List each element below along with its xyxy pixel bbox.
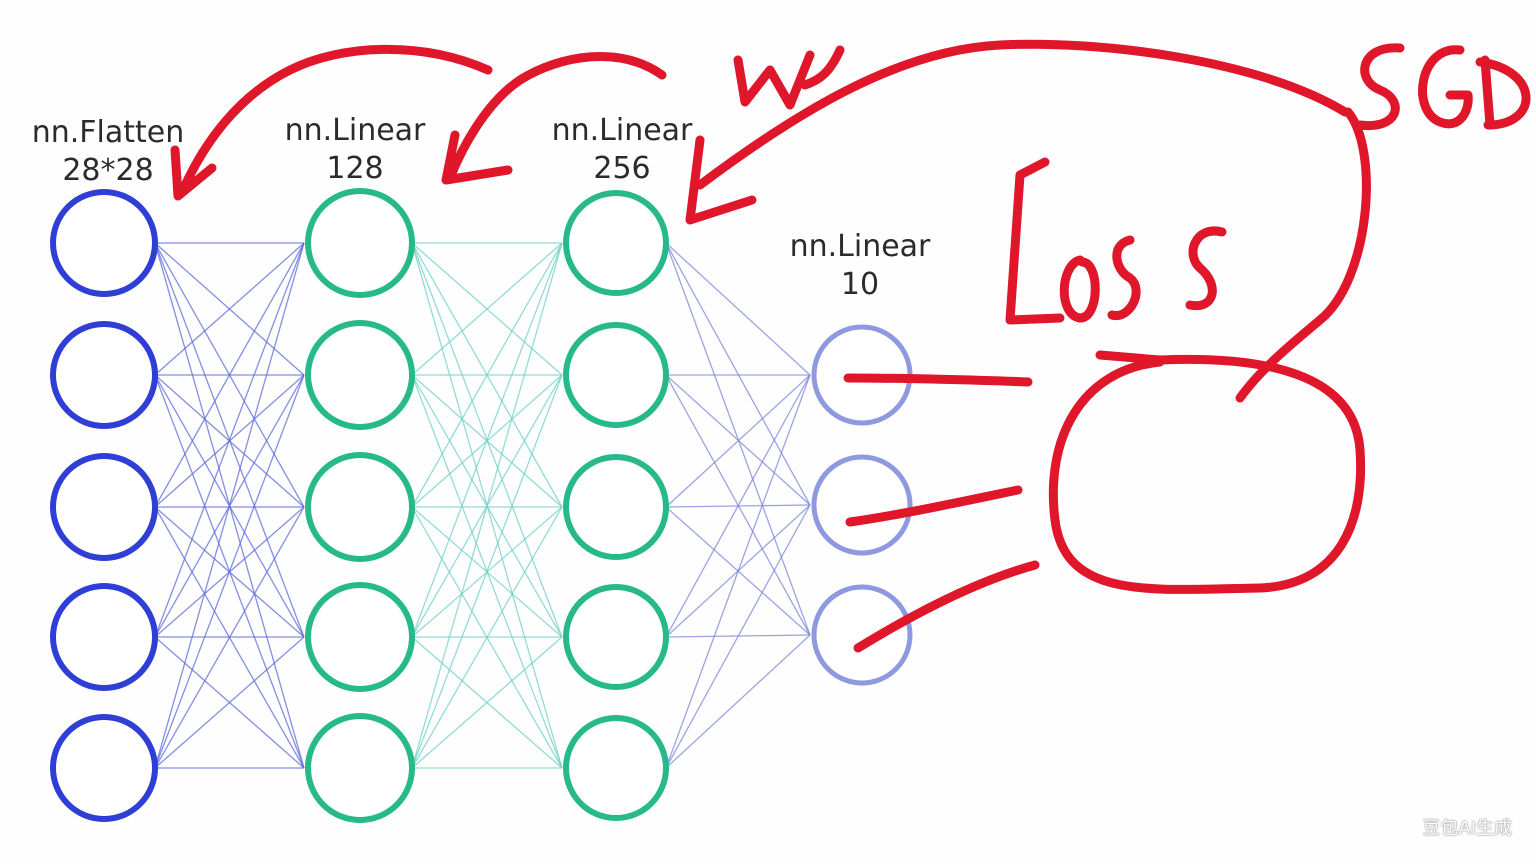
sgd-to-loss-line bbox=[1235, 107, 1371, 403]
connection-line bbox=[665, 504, 811, 769]
neuron-circle bbox=[811, 454, 913, 556]
connection-line bbox=[411, 374, 563, 769]
loss-s1 bbox=[1107, 235, 1141, 320]
connection-line bbox=[154, 242, 305, 508]
sgd-g bbox=[1418, 45, 1473, 129]
neuron-circle bbox=[50, 453, 158, 561]
neuron-circle bbox=[50, 321, 158, 429]
layer-label-flatten: nn.Flatten 28*28 bbox=[32, 114, 185, 190]
layer-label-linear-256: nn.Linear 256 bbox=[552, 112, 693, 188]
loss-s2 bbox=[1185, 226, 1227, 311]
neuron-circle bbox=[811, 584, 913, 686]
neuron-circle bbox=[305, 188, 415, 298]
w-letter-tail bbox=[800, 45, 845, 90]
neurons bbox=[50, 188, 913, 823]
output-line-2 bbox=[845, 485, 1023, 527]
connection-line bbox=[665, 374, 811, 508]
neuron-circle bbox=[563, 190, 669, 296]
arrow-to-flatten bbox=[177, 44, 493, 197]
layer-name: nn.Flatten bbox=[31, 115, 185, 150]
arrow-sgd-to-linear-256 bbox=[695, 39, 1350, 190]
layer-size: 128 bbox=[326, 151, 384, 186]
neuron-circle bbox=[305, 452, 415, 562]
neuron-circle bbox=[305, 713, 415, 823]
connection-line bbox=[411, 242, 563, 638]
neuron-circle bbox=[50, 714, 158, 822]
watermark: 豆包AI生成 bbox=[1422, 818, 1512, 839]
layer-name: nn.Linear bbox=[789, 229, 931, 264]
connection-line bbox=[665, 242, 811, 636]
sgd-s bbox=[1355, 43, 1405, 131]
arrow-head-flatten bbox=[170, 145, 217, 201]
output-line-1 bbox=[843, 373, 1033, 387]
loss-l bbox=[1005, 157, 1065, 325]
connection-line bbox=[411, 506, 563, 769]
connection-line bbox=[665, 374, 811, 769]
connection-line bbox=[154, 506, 305, 769]
connection-line bbox=[154, 242, 305, 638]
loss-o bbox=[1059, 255, 1100, 323]
layer-name: nn.Linear bbox=[284, 113, 426, 148]
arrow-to-linear-128 bbox=[445, 52, 667, 183]
connection-line bbox=[665, 374, 811, 506]
sgd-d bbox=[1475, 55, 1531, 130]
neuron-circle bbox=[563, 322, 669, 428]
layer-size: 10 bbox=[840, 267, 880, 302]
loss-circle bbox=[1048, 350, 1366, 594]
layer-label-linear-128: nn.Linear 128 bbox=[285, 112, 426, 188]
connection-line bbox=[665, 374, 811, 638]
handwritten-annotations bbox=[170, 39, 1531, 653]
connection-line bbox=[154, 636, 305, 769]
connection-line bbox=[411, 242, 563, 376]
connection-line bbox=[154, 242, 305, 769]
neuron-circle bbox=[563, 715, 669, 821]
layer-size: 256 bbox=[593, 151, 651, 186]
connection-line bbox=[665, 242, 811, 506]
arrow-head-linear-128 bbox=[441, 130, 513, 185]
neuron-circle bbox=[305, 320, 415, 430]
neuron-circle bbox=[50, 189, 158, 297]
layer-label-linear-10: nn.Linear 10 bbox=[790, 228, 931, 304]
connection-line bbox=[154, 374, 305, 769]
neuron-circle bbox=[305, 582, 415, 692]
layer-size: 28*28 bbox=[62, 153, 154, 188]
connections bbox=[154, 242, 811, 769]
neuron-circle bbox=[563, 584, 669, 690]
layer-name: nn.Linear bbox=[551, 113, 693, 148]
neuron-circle bbox=[563, 454, 669, 560]
connection-line bbox=[411, 242, 563, 769]
neuron-circle bbox=[50, 583, 158, 691]
arrow-head-linear-256 bbox=[685, 135, 757, 225]
connection-line bbox=[411, 636, 563, 769]
connection-line bbox=[411, 242, 563, 508]
connection-line bbox=[665, 242, 811, 376]
connection-line bbox=[665, 634, 811, 769]
connection-line bbox=[154, 242, 305, 376]
w-letter bbox=[733, 50, 815, 110]
output-line-3 bbox=[853, 560, 1040, 653]
